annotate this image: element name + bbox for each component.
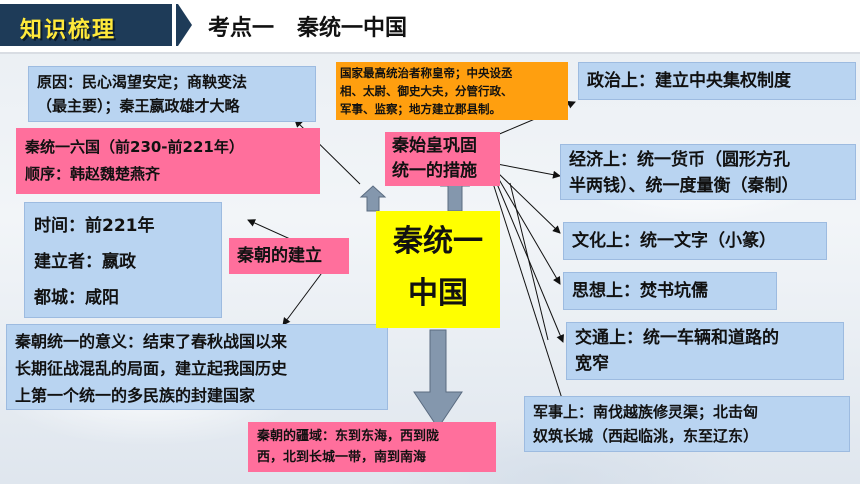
center-topic-line-2: 中国 [408,276,468,311]
significance-line-2: 长期征战混乱的局面，建立起我国历史 [15,359,288,378]
transport-measure-box: 交通上：统一车辆和道路的 宽窄 [566,322,844,380]
reasons-line-1: 原因：民心渴望安定；商鞅变法 [37,73,248,91]
political-measure-label: 政治上：建立中央集权制度 [587,71,791,91]
arrow-to-economic [496,163,561,179]
arrow-to-ideological [496,175,561,285]
down-arrow-territory [413,329,463,429]
founding-info-box: 时间：前221年 建立者：嬴政 都城：咸阳 [24,202,222,318]
up-arrow-left [359,185,387,212]
military-line-2: 奴筑长城（西起临洮，东至辽东） [533,427,759,445]
unification-box: 秦统一六国（前230-前221年） 顺序：韩赵魏楚燕齐 [16,128,320,194]
cultural-measure-box: 文化上：统一文字（小篆） [563,222,827,260]
founding-label: 秦朝的建立 [237,246,322,266]
territory-box: 秦朝的疆域：东到东海，西到陇 西，北到长城一带，南到南海 [248,422,496,472]
political-detail-line-2: 相、太尉、御史大夫，分管行政、 [340,84,513,98]
founding-founder: 建立者：嬴政 [34,252,136,272]
ideological-measure-box: 思想上：焚书坑儒 [563,272,777,310]
political-detail-line-1: 国家最高统治者称皇帝；中央设丞 [340,66,513,80]
political-detail-line-3: 军事、监察；地方建立郡县制。 [340,102,501,116]
significance-line-3: 上第一个统一的多民族的封建国家 [15,386,256,405]
founding-capital: 都城：咸阳 [34,288,119,308]
transport-line-2: 宽窄 [575,354,609,374]
section-badge-label: 知识梳理 [20,18,117,43]
measures-line-2: 统一的措施 [392,161,477,181]
ideological-measure-label: 思想上：焚书坑儒 [572,281,708,301]
arrow-to-military [491,179,567,409]
military-measure-box: 军事上：南伐越族修灵渠；北击匈 奴筑长城（西起临洮，东至辽东） [524,396,850,452]
measures-box: 秦始皇巩固 统一的措施 [385,132,500,186]
cultural-measure-label: 文化上：统一文字（小篆） [572,231,776,251]
political-measure-box: 政治上：建立中央集权制度 [578,62,856,100]
economic-line-1: 经济上：统一货币（圆形方孔 [569,150,790,170]
economic-measure-box: 经济上：统一货币（圆形方孔 半两钱）、统一度量衡（秦制） [560,144,856,200]
badge-chevron-icon [178,4,192,46]
significance-box: 秦朝统一的意义：结束了春秋战国以来 长期征战混乱的局面，建立起我国历史 上第一个… [6,324,388,410]
page-title: 考点一 秦统一中国 [208,16,407,41]
reasons-line-2: （最主要）；秦王嬴政雄才大略 [37,97,240,115]
badge-divider [172,4,176,46]
founding-box: 秦朝的建立 [229,238,349,274]
military-line-1: 军事上：南伐越族修灵渠；北击匈 [533,403,759,421]
header-bar: 知识梳理 考点一 秦统一中国 [0,0,860,54]
unification-line-1: 秦统一六国（前230-前221年） [25,138,244,156]
economic-line-2: 半两钱）、统一度量衡（秦制） [569,176,799,196]
center-topic-box: 秦统一 中国 [376,211,500,328]
arrow-to-cultural [496,171,561,234]
measures-line-1: 秦始皇巩固 [392,136,477,156]
center-topic-line-1: 秦统一 [393,224,483,259]
arrow-extra-guide [509,182,549,341]
founding-time: 时间：前221年 [34,216,155,236]
transport-line-1: 交通上：统一车辆和道路的 [575,328,779,348]
territory-line-2: 西，北到长城一带，南到南海 [257,450,427,465]
significance-line-1: 秦朝统一的意义：结束了春秋战国以来 [15,332,288,351]
political-detail-box: 国家最高统治者称皇帝；中央设丞 相、太尉、御史大夫，分管行政、 军事、监察；地方… [336,62,568,120]
territory-line-1: 秦朝的疆域：东到东海，西到陇 [257,429,440,444]
section-badge: 知识梳理 [0,4,178,46]
unification-line-2: 顺序：韩赵魏楚燕齐 [25,165,161,183]
reasons-box: 原因：民心渴望安定；商鞅变法 （最主要）；秦王嬴政雄才大略 [28,66,316,122]
